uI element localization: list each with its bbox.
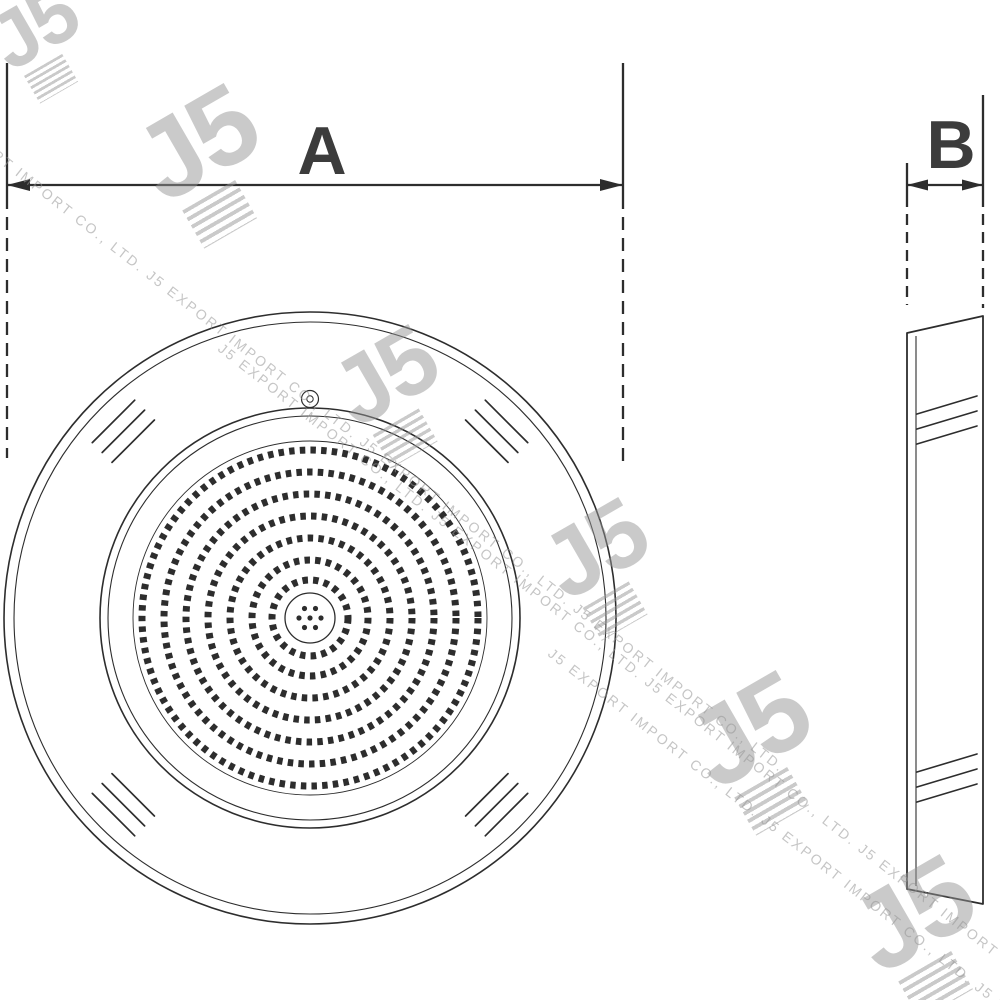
led-ring [268,576,352,660]
led-ring [226,534,394,702]
rim-grip-nw [91,399,156,464]
led-ring [204,512,416,724]
bezel-inner-circle [107,415,513,821]
dimension-a: A [5,63,625,462]
dimension-a-arrowhead-right [600,179,623,191]
lens-edge-circle [132,440,488,796]
dimension-a-arrowhead-left [7,179,30,191]
side-grip-bottom [916,753,978,803]
led-ring [248,556,372,680]
dimension-b-arrowhead-right [962,179,983,191]
rim-grip-marks [91,399,529,837]
dimension-b-arrowhead-left [907,179,928,191]
front-view [3,311,617,925]
led-ring [138,446,482,790]
led-ring [160,468,460,768]
rim-grip-ne [464,399,529,464]
hub-circle [284,592,336,644]
dimension-b: B [905,95,985,308]
screw-detail [300,389,320,409]
dimension-b-label: B [926,107,975,183]
hub-holes [296,605,324,631]
led-rings [138,446,482,790]
rim-grip-sw [91,772,156,837]
side-view [906,315,984,905]
screw-outer-circle [300,389,320,409]
dimension-a-label: A [297,113,346,189]
screw-inner-circle [306,395,314,403]
rim-grip-se [464,772,529,837]
side-profile-outline [906,315,984,905]
center-hub [284,592,336,644]
led-ring [182,490,438,746]
side-grip-top [916,395,978,445]
